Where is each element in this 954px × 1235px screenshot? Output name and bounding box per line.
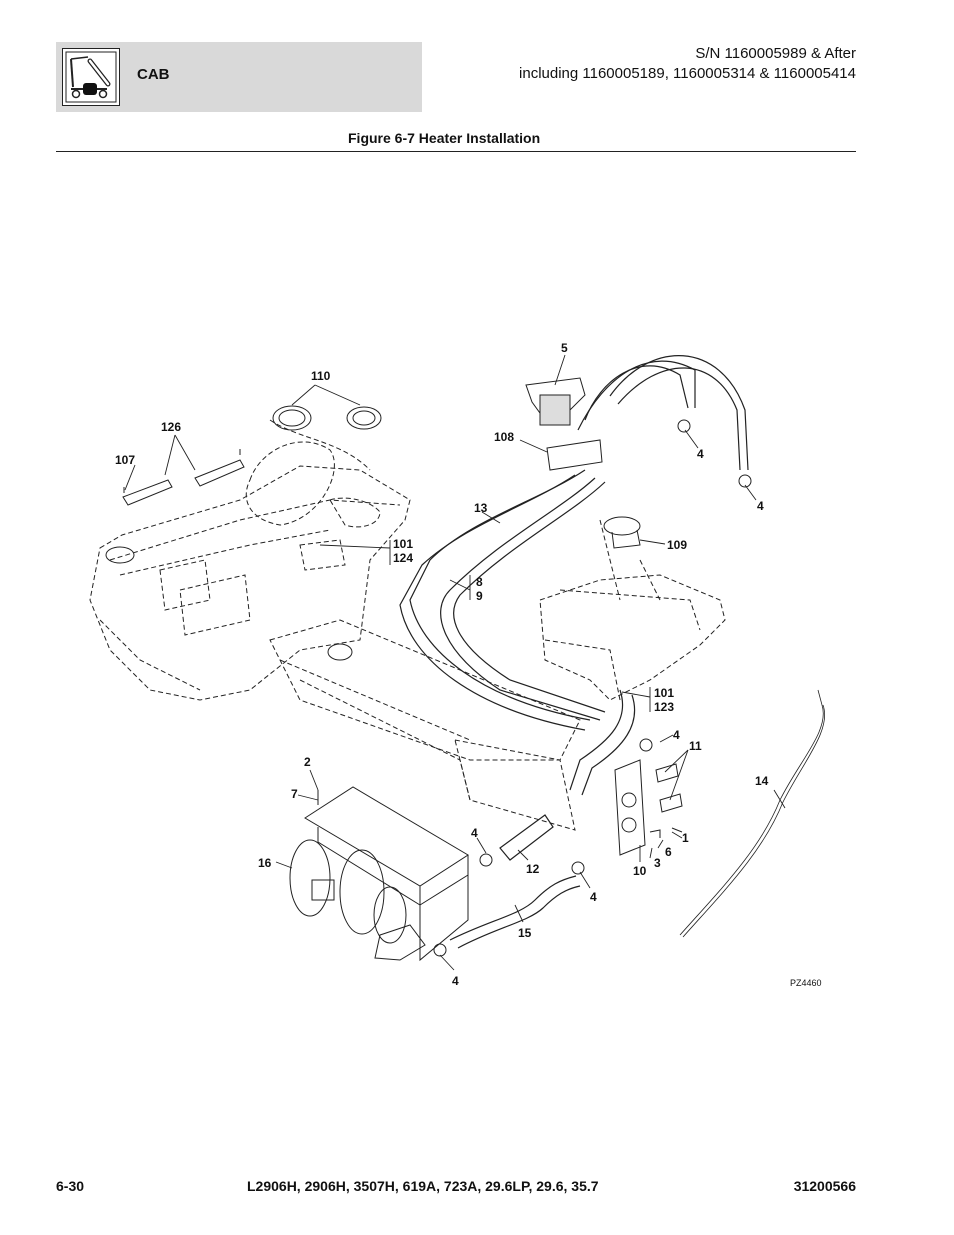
- header-divider: [56, 151, 856, 152]
- callout-101-upper: 101: [393, 537, 413, 551]
- callout-109: 109: [667, 538, 687, 552]
- leader-lines: [124, 354, 786, 971]
- callout-124: 124: [393, 551, 413, 565]
- callout-13: 13: [474, 501, 488, 515]
- callout-6: 6: [665, 845, 672, 859]
- callout-labels: 5 110 126 107 108 4 4 13 109 101 124 8 9…: [115, 341, 822, 988]
- callout-11: 11: [689, 739, 702, 753]
- serial-number-range: S/N 1160005989 & After including 1160005…: [519, 44, 856, 84]
- model-list: L2906H, 2906H, 3507H, 619A, 723A, 29.6LP…: [247, 1178, 599, 1194]
- callout-7: 7: [291, 787, 298, 801]
- heater-unit: [289, 786, 469, 962]
- callout-15: 15: [518, 926, 532, 940]
- callout-14: 14: [755, 774, 769, 788]
- heater-hoses: [399, 355, 749, 796]
- short-hoses: [449, 814, 581, 949]
- callout-10: 10: [633, 864, 647, 878]
- grommet: [603, 516, 641, 549]
- console-outline: [89, 419, 726, 831]
- callout-108: 108: [494, 430, 514, 444]
- callout-101-lower: 101: [654, 686, 674, 700]
- callout-4-fitting: 4: [673, 728, 680, 742]
- section-title: CAB: [137, 66, 170, 83]
- callout-123: 123: [654, 700, 674, 714]
- callout-2: 2: [304, 755, 311, 769]
- callout-8: 8: [476, 575, 483, 589]
- callout-4-right: 4: [757, 499, 764, 513]
- callout-110: 110: [311, 369, 331, 383]
- callout-4-mid: 4: [471, 826, 478, 840]
- callout-107: 107: [115, 453, 135, 467]
- callout-126: 126: [161, 420, 181, 434]
- boom-lift-icon: [62, 48, 120, 106]
- callout-4-bottom: 4: [452, 974, 459, 988]
- hose-clamps: [433, 419, 752, 957]
- document-number: 31200566: [793, 1178, 856, 1194]
- callout-5: 5: [561, 341, 568, 355]
- callout-12: 12: [526, 862, 540, 876]
- heater-valve: [525, 377, 603, 471]
- callout-4-hose: 4: [590, 890, 597, 904]
- page-number: 6-30: [56, 1178, 85, 1194]
- drawing-code: PZ4460: [790, 978, 822, 988]
- callout-4-upper: 4: [697, 447, 704, 461]
- louver-grilles: [122, 449, 245, 506]
- figure-title: Figure 6-7 Heater Installation: [348, 130, 541, 146]
- fittings-panel: [614, 759, 683, 856]
- serial-line-1: S/N 1160005989 & After: [695, 45, 856, 62]
- control-cable: [679, 689, 825, 938]
- callout-3: 3: [654, 856, 661, 870]
- callout-9: 9: [476, 589, 483, 603]
- serial-line-2: including 1160005189, 1160005314 & 11600…: [519, 65, 856, 82]
- vent-outlets: [105, 405, 382, 661]
- callout-16: 16: [258, 856, 272, 870]
- callout-1: 1: [682, 831, 689, 845]
